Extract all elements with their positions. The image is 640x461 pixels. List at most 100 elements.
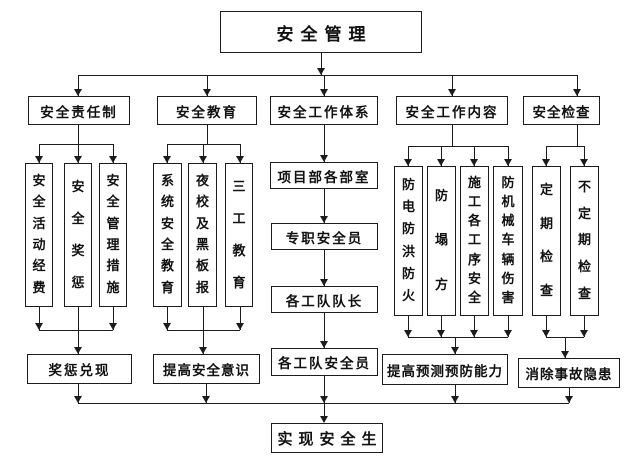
- arrow-down-icon: [74, 156, 82, 163]
- arrow-down-icon: [542, 159, 550, 166]
- connector-line: [324, 403, 325, 422]
- arrow-down-icon: [565, 396, 573, 403]
- node-activity-funds: 安全活动经费: [25, 163, 53, 307]
- arrow-down-icon: [580, 330, 588, 337]
- connector-line: [324, 125, 325, 162]
- arrow-down-icon: [202, 396, 210, 403]
- connector-line: [565, 337, 566, 358]
- connector-line: [78, 75, 577, 76]
- arrow-down-icon: [573, 89, 581, 96]
- arrow-down-icon: [437, 159, 445, 166]
- arrow-down-icon: [320, 155, 328, 162]
- arrow-down-icon: [504, 159, 512, 166]
- arrow-down-icon: [320, 416, 328, 423]
- connector-line: [78, 403, 569, 404]
- node-work-system: 安全工作体系: [270, 96, 378, 125]
- node-electric-flood-fire-prevention: 防电防洪防火: [394, 166, 423, 316]
- node-process-safety: 施工各工序安全: [460, 166, 489, 316]
- connector-line: [39, 144, 40, 163]
- node-safety-education: 安全教育: [157, 96, 257, 125]
- connector-line: [78, 144, 79, 163]
- connector-line: [508, 146, 509, 166]
- arrow-down-icon: [163, 323, 171, 330]
- connector-line: [324, 376, 325, 403]
- arrow-down-icon: [199, 347, 207, 354]
- connector-line: [113, 144, 114, 163]
- node-project-departments: 项目部各部室: [270, 162, 378, 189]
- node-periodic-inspection: 定期检查: [532, 166, 561, 316]
- connector-line: [207, 75, 208, 96]
- arrow-down-icon: [404, 330, 412, 337]
- connector-line: [240, 307, 241, 330]
- connector-line: [508, 316, 509, 337]
- connector-line: [207, 125, 208, 144]
- connector-line: [39, 307, 40, 330]
- connector-line: [167, 307, 168, 330]
- connector-line: [324, 250, 325, 286]
- arrow-down-icon: [320, 279, 328, 286]
- node-eliminate-accident-hazards: 消除事故隐患: [518, 358, 620, 388]
- node-machinery-vehicle-injury-prevention: 防机械车辆伤害: [493, 166, 523, 316]
- connector-line: [546, 146, 584, 147]
- connector-line: [452, 75, 453, 96]
- arrow-down-icon: [320, 396, 328, 403]
- node-system-safety-education: 系统安全教育: [153, 163, 182, 307]
- connector-line: [452, 125, 453, 146]
- connector-line: [455, 337, 456, 354]
- node-reward-punishment: 安全奖惩: [64, 163, 92, 307]
- connector-line: [240, 144, 241, 163]
- connector-line: [206, 384, 207, 403]
- connector-line: [474, 146, 475, 166]
- connector-line: [546, 146, 547, 166]
- arrow-down-icon: [404, 159, 412, 166]
- connector-line: [584, 146, 585, 166]
- connector-line: [78, 75, 79, 96]
- arrow-down-icon: [470, 330, 478, 337]
- arrow-down-icon: [199, 156, 207, 163]
- arrow-down-icon: [470, 159, 478, 166]
- arrow-down-icon: [35, 156, 43, 163]
- connector-line: [408, 337, 508, 338]
- connector-line: [203, 144, 204, 163]
- arrow-down-icon: [74, 347, 82, 354]
- connector-line: [78, 384, 79, 403]
- connector-line: [584, 316, 585, 337]
- node-collapse-prevention: 防塌方: [427, 166, 456, 316]
- connector-line: [78, 125, 79, 144]
- arrow-down-icon: [236, 323, 244, 330]
- arrow-down-icon: [236, 156, 244, 163]
- connector-line: [324, 75, 325, 96]
- node-team-safety-officers: 各工队安全员: [271, 348, 378, 376]
- connector-line: [39, 144, 113, 145]
- node-prediction-prevention-ability: 提高预测预防能力: [382, 354, 508, 385]
- arrow-down-icon: [109, 323, 117, 330]
- arrow-down-icon: [74, 89, 82, 96]
- node-safety-management: 安全管理: [220, 11, 422, 53]
- arrow-down-icon: [504, 330, 512, 337]
- node-raise-safety-awareness: 提高安全意识: [153, 354, 260, 384]
- arrow-down-icon: [561, 351, 569, 358]
- connector-line: [321, 53, 322, 75]
- arrow-down-icon: [74, 396, 82, 403]
- connector-line: [324, 189, 325, 223]
- connector-line: [324, 313, 325, 348]
- arrow-down-icon: [203, 89, 211, 96]
- arrow-down-icon: [448, 89, 456, 96]
- node-team-leaders: 各工队队长: [271, 286, 378, 313]
- node-achieve-safe-production: 实现安全生: [271, 423, 383, 453]
- arrow-down-icon: [163, 156, 171, 163]
- arrow-down-icon: [437, 330, 445, 337]
- connector-line: [577, 125, 578, 146]
- connector-line: [441, 146, 442, 166]
- arrow-down-icon: [35, 323, 43, 330]
- connector-line: [167, 330, 240, 331]
- connector-line: [546, 316, 547, 337]
- connector-line: [39, 330, 113, 331]
- connector-line: [441, 316, 442, 337]
- arrow-down-icon: [109, 156, 117, 163]
- node-reward-realization: 奖惩兑现: [27, 354, 132, 384]
- connector-line: [455, 385, 456, 403]
- arrow-down-icon: [320, 89, 328, 96]
- arrow-down-icon: [320, 216, 328, 223]
